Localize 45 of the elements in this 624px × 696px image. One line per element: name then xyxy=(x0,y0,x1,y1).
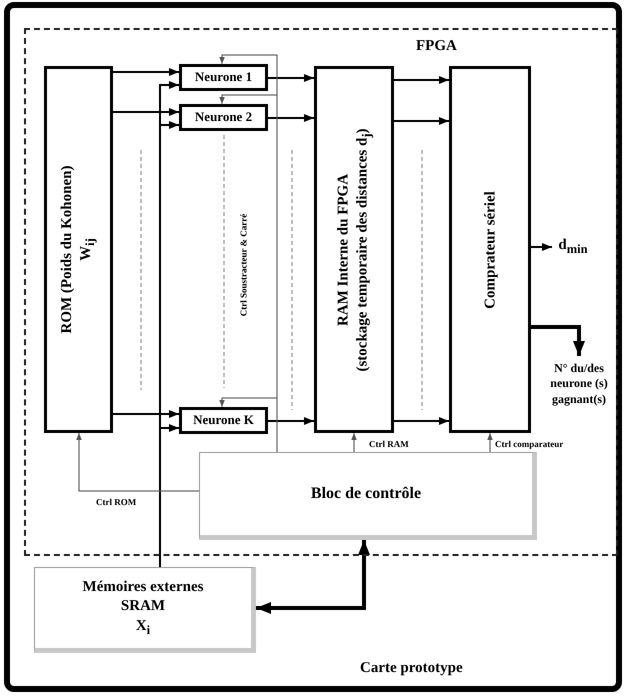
output-label: N° du/des neurone (s) gagnant(s) xyxy=(549,360,609,408)
memory-block xyxy=(34,567,256,653)
control-block xyxy=(199,452,537,540)
arrow xyxy=(113,68,179,76)
block-label: Bloc de contrôle xyxy=(310,484,422,504)
block-label: Neurone K xyxy=(193,412,254,429)
arrow xyxy=(531,325,585,356)
fpga-region xyxy=(24,28,618,556)
rom-block xyxy=(44,66,113,433)
arrow xyxy=(113,108,179,116)
neuron-box xyxy=(179,64,268,91)
arrow xyxy=(394,117,449,125)
block-label: ROM (Poids du Kohonen) xyxy=(58,166,76,334)
arrow xyxy=(394,76,449,84)
block-label: X$_{i}$ xyxy=(136,616,150,638)
block-label: Neurone 2 xyxy=(194,109,252,126)
neuron-box xyxy=(179,104,268,131)
control-line xyxy=(219,398,278,452)
arrow xyxy=(268,74,314,82)
edge-label: Ctrl ROM xyxy=(95,497,138,507)
neuron-box xyxy=(179,407,268,434)
edge-label: Ctrl RAM xyxy=(368,439,410,449)
ram-block xyxy=(314,66,394,433)
arrow xyxy=(531,243,552,251)
arrow xyxy=(268,114,314,122)
comparator-block xyxy=(449,66,531,433)
region-title: Carte prototype xyxy=(360,660,463,677)
control-line xyxy=(76,432,200,492)
block-label: RAM Interne du FPGA xyxy=(334,173,352,326)
block-label: Comprateur sériel xyxy=(480,190,499,308)
edge-label: Ctrl comparateur xyxy=(494,439,564,449)
board-frame xyxy=(4,2,622,692)
arrow xyxy=(268,417,314,425)
arrow xyxy=(256,540,370,614)
control-line xyxy=(351,432,357,452)
block-label: Neurone 1 xyxy=(194,69,252,86)
arrow xyxy=(159,424,179,567)
block-label: Mémoires externes xyxy=(82,578,204,597)
signal-label: Ctrl Soustracteur & Carré xyxy=(238,212,248,318)
block-label: SRAM xyxy=(120,597,166,616)
output-label: d$_{min}$ xyxy=(558,236,588,258)
arrow xyxy=(113,410,179,418)
arrow xyxy=(394,417,449,425)
control-line xyxy=(487,432,493,452)
region-title: FPGA xyxy=(416,38,457,55)
